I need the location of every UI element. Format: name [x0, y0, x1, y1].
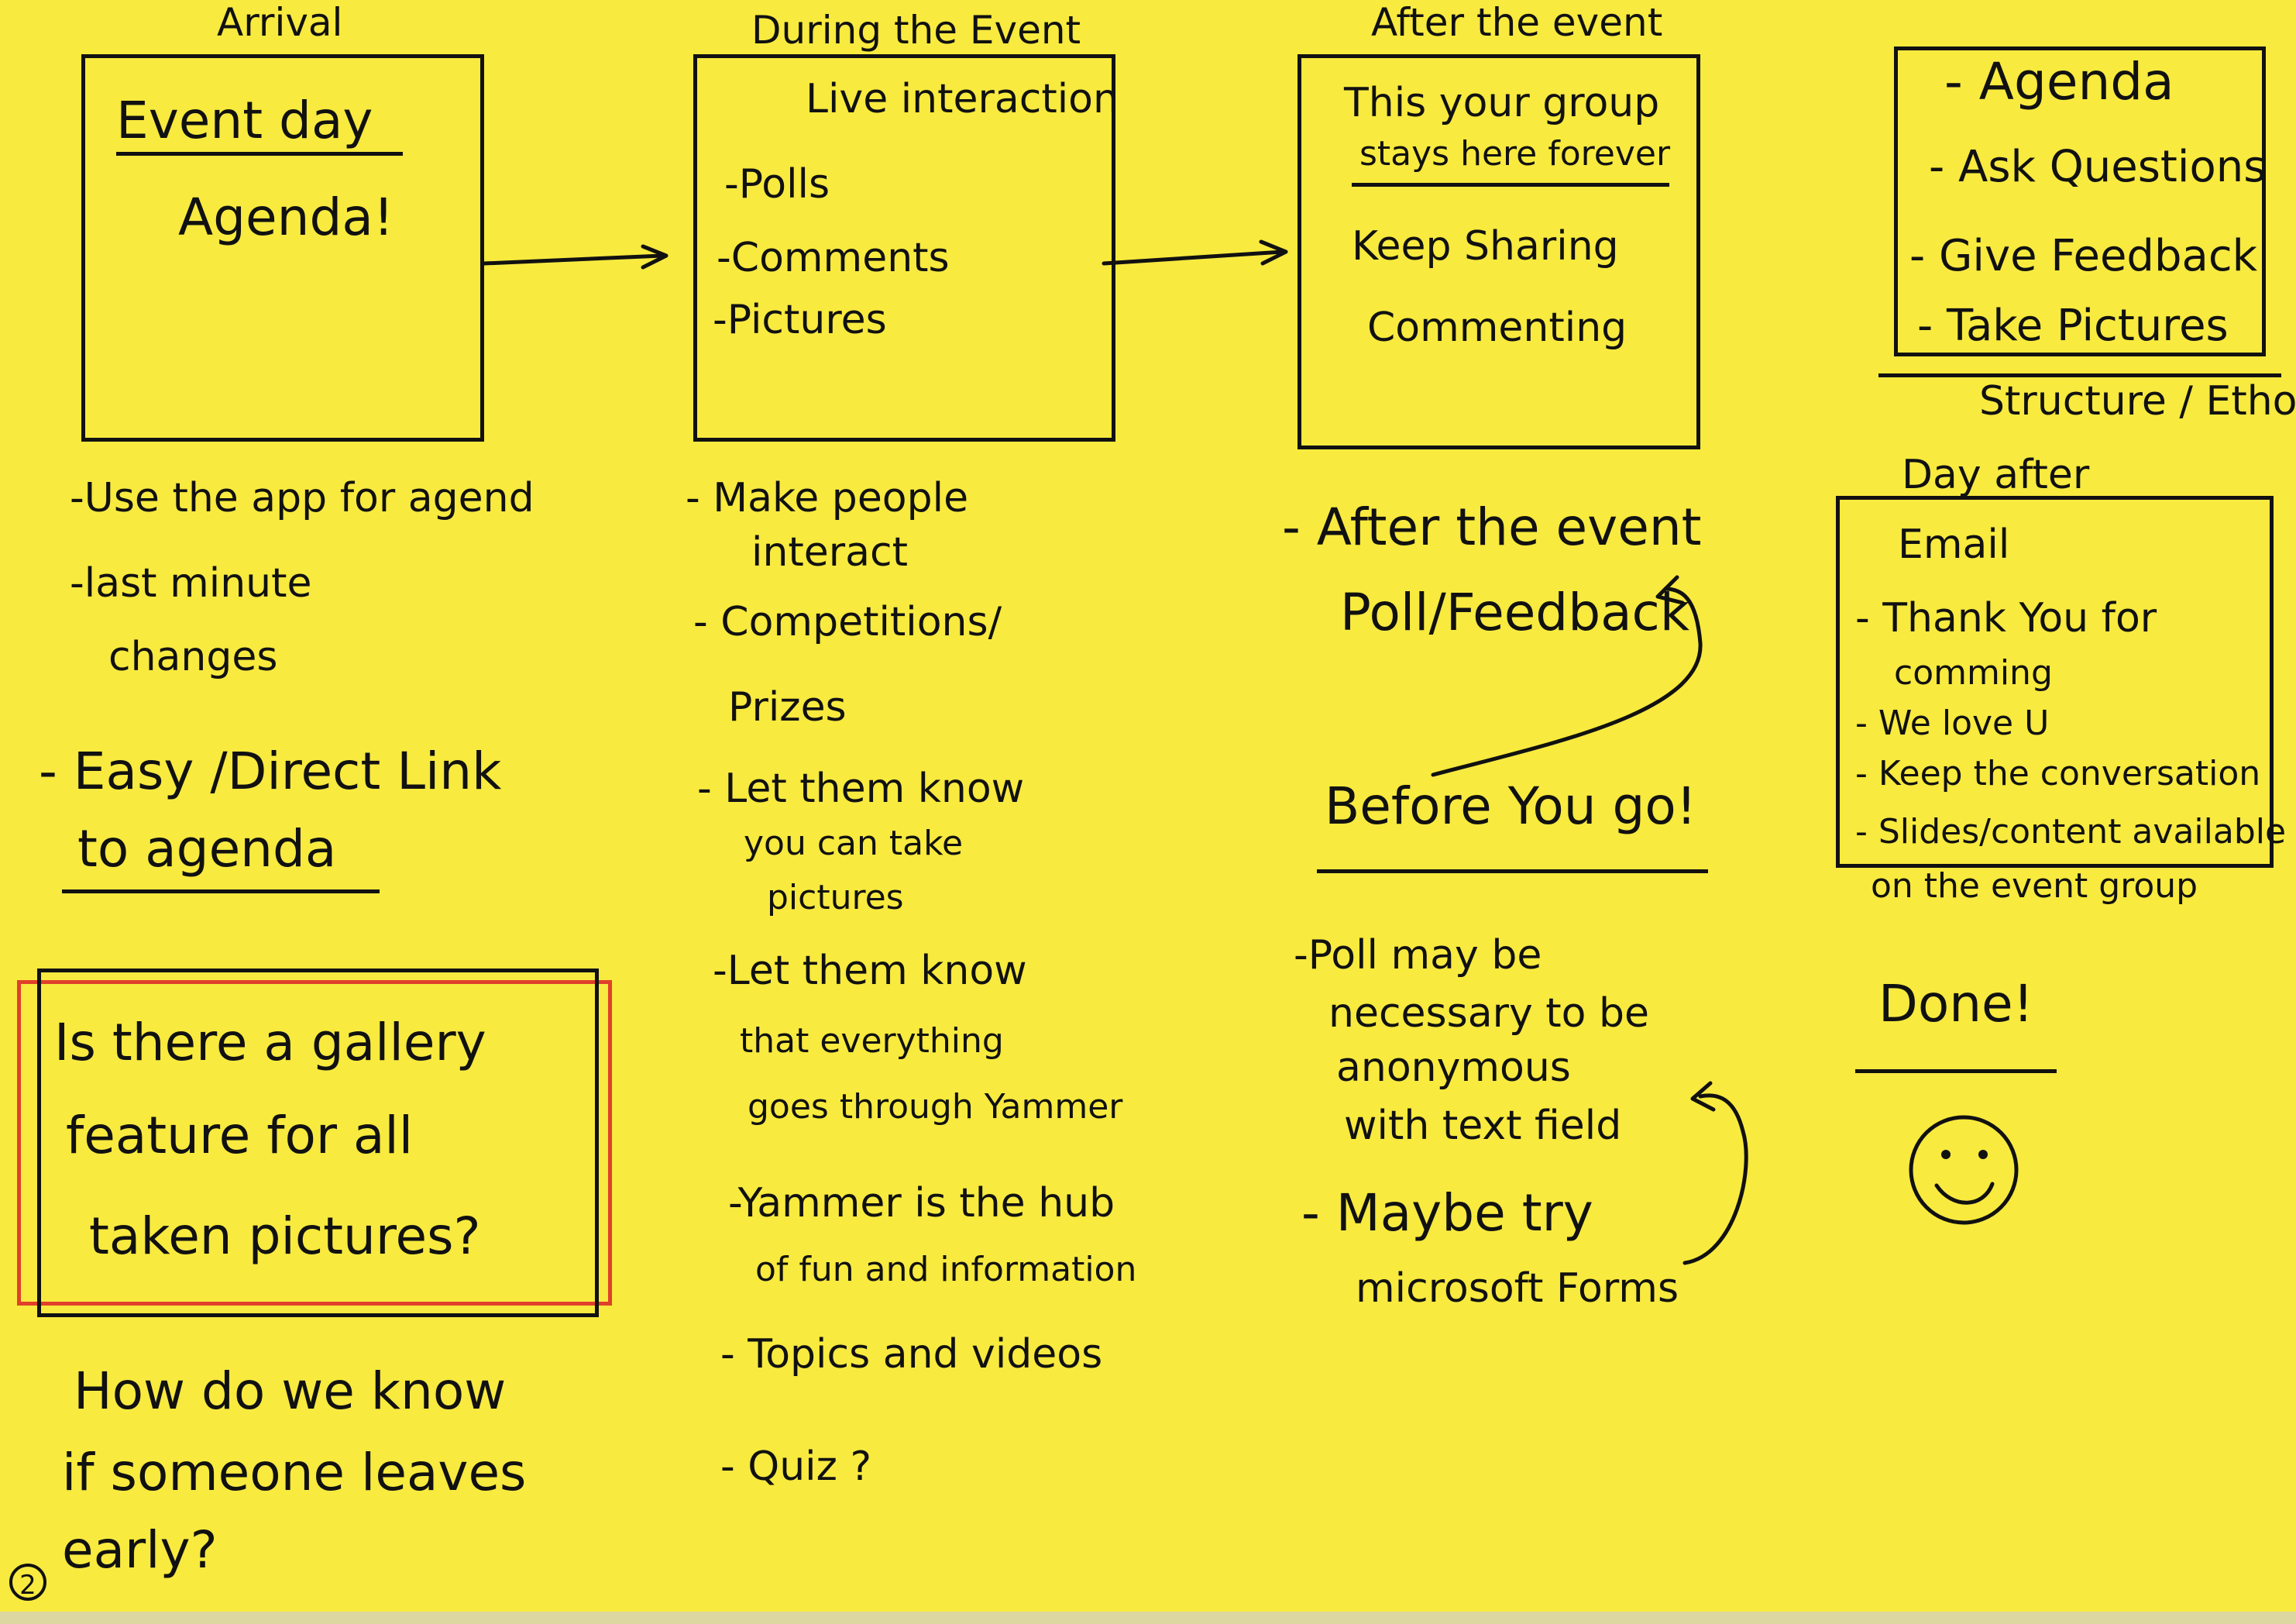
after-item-1: - After the event	[1282, 497, 1702, 557]
structure-label: Structure / Ethos	[1979, 378, 2296, 425]
curve-before-you-go-to-poll	[1431, 587, 1703, 777]
email-label: Email	[1898, 521, 2010, 568]
gallery-line-1: Is there a gallery	[54, 1013, 486, 1072]
during-item-12: of fun and information	[755, 1250, 1137, 1289]
arrow-during-to-after	[1102, 249, 1284, 266]
smiley-face-outline	[1909, 1115, 2019, 1225]
during-title: During the Event	[751, 8, 1081, 53]
after-note-5: - Maybe try	[1301, 1183, 1593, 1243]
question-line-1: How do we know	[74, 1361, 507, 1421]
during-item-8: -Let them know	[713, 948, 1027, 994]
after-box-underline	[1352, 183, 1669, 187]
paper-edge	[0, 1612, 2296, 1624]
after-box-text-3: Keep Sharing	[1352, 223, 1619, 270]
during-item-7: pictures	[767, 878, 904, 917]
during-item-11: -Yammer is the hub	[728, 1180, 1115, 1227]
arrival-item-3: changes	[108, 634, 278, 680]
structure-item-3: - Give Feedback	[1909, 231, 2258, 281]
day-after-item-2: comming	[1894, 653, 2053, 693]
during-box-item-2: -Comments	[717, 235, 950, 281]
curve-head-anonymous	[1690, 1081, 1716, 1112]
after-box-text-2: stays here forever	[1359, 134, 1671, 174]
after-title: After the event	[1371, 0, 1663, 45]
after-item-2: Poll/Feedback	[1340, 583, 1690, 642]
during-item-4: Prizes	[728, 684, 847, 731]
day-after-box	[1836, 496, 2274, 868]
gallery-line-2: feature for all	[66, 1106, 414, 1165]
after-box-text-4: Commenting	[1367, 304, 1627, 351]
during-item-3: - Competitions/	[693, 599, 1002, 645]
during-item-9: that everything	[740, 1021, 1004, 1061]
during-item-1: - Make people	[686, 475, 969, 521]
after-note-1: -Poll may be	[1294, 932, 1542, 979]
structure-item-4: - Take Pictures	[1917, 301, 2229, 351]
day-after-item-3: - We love U	[1855, 704, 2050, 743]
smiley-mouth	[1934, 1182, 1995, 1205]
during-item-5: - Let them know	[697, 766, 1025, 812]
after-note-6: microsoft Forms	[1356, 1265, 1679, 1312]
curve-head-poll	[1655, 575, 1685, 605]
after-box-text-1: This your group	[1344, 80, 1660, 126]
arrival-box	[81, 54, 484, 442]
day-after-item-5: - Slides/content available	[1855, 812, 2287, 852]
after-box	[1298, 54, 1700, 449]
gallery-line-3: taken pictures?	[89, 1206, 481, 1266]
smiley-eye-right	[1978, 1150, 1988, 1159]
day-after-item-1: - Thank You for	[1855, 595, 2157, 642]
structure-box	[1894, 46, 2266, 356]
after-note-2: necessary to be	[1328, 990, 1649, 1037]
gallery-box-red	[17, 980, 612, 1306]
done-underline	[1855, 1069, 2057, 1073]
structure-item-2: - Ask Questions	[1929, 142, 2267, 192]
structure-underline	[1878, 373, 2281, 377]
after-note-4: with text field	[1344, 1103, 1622, 1149]
curve-forms-to-anonymous	[1682, 1093, 1748, 1265]
before-you-go-underline	[1317, 869, 1708, 873]
during-item-6: you can take	[744, 824, 964, 863]
arrowhead-during-to-after	[1259, 239, 1288, 266]
page-number: 2	[9, 1564, 46, 1601]
during-item-2: interact	[751, 529, 909, 576]
arrival-item-1: -Use the app for agend	[70, 475, 534, 521]
after-note-3: anonymous	[1336, 1044, 1571, 1091]
smiley-eye-left	[1941, 1150, 1951, 1159]
agenda-label: Agenda!	[178, 188, 394, 247]
arrow-arrival-to-during	[482, 253, 665, 266]
arrival-item-2: -last minute	[70, 560, 312, 607]
event-day-title: Event day	[116, 91, 373, 150]
during-box-item-3: -Pictures	[713, 297, 887, 343]
during-item-10: goes through Yammer	[748, 1087, 1123, 1127]
day-after-title: Day after	[1902, 452, 2090, 498]
arrival-item-4: - Easy /Direct Link	[39, 741, 502, 801]
agenda-link-underline	[62, 889, 380, 893]
arrowhead-arrival-to-during	[641, 244, 669, 270]
during-box-item-1: -Polls	[724, 161, 830, 208]
during-item-14: - Quiz ?	[720, 1443, 872, 1490]
during-box	[693, 54, 1115, 442]
day-after-footer: on the event group	[1871, 866, 2198, 906]
before-you-go: Before You go!	[1325, 776, 1697, 836]
question-line-2: if someone leaves	[62, 1443, 527, 1502]
structure-item-1: - Agenda	[1944, 52, 2174, 112]
question-line-3: early?	[62, 1520, 218, 1580]
during-item-13: - Topics and videos	[720, 1331, 1103, 1378]
live-interaction-label: Live interaction	[806, 76, 1119, 122]
arrival-title: Arrival	[217, 0, 343, 45]
arrival-item-5: to agenda	[77, 819, 337, 879]
done-label: Done!	[1878, 974, 2034, 1034]
event-day-underline	[116, 152, 403, 156]
gallery-box	[37, 969, 599, 1317]
day-after-item-4: - Keep the conversation	[1855, 754, 2261, 793]
